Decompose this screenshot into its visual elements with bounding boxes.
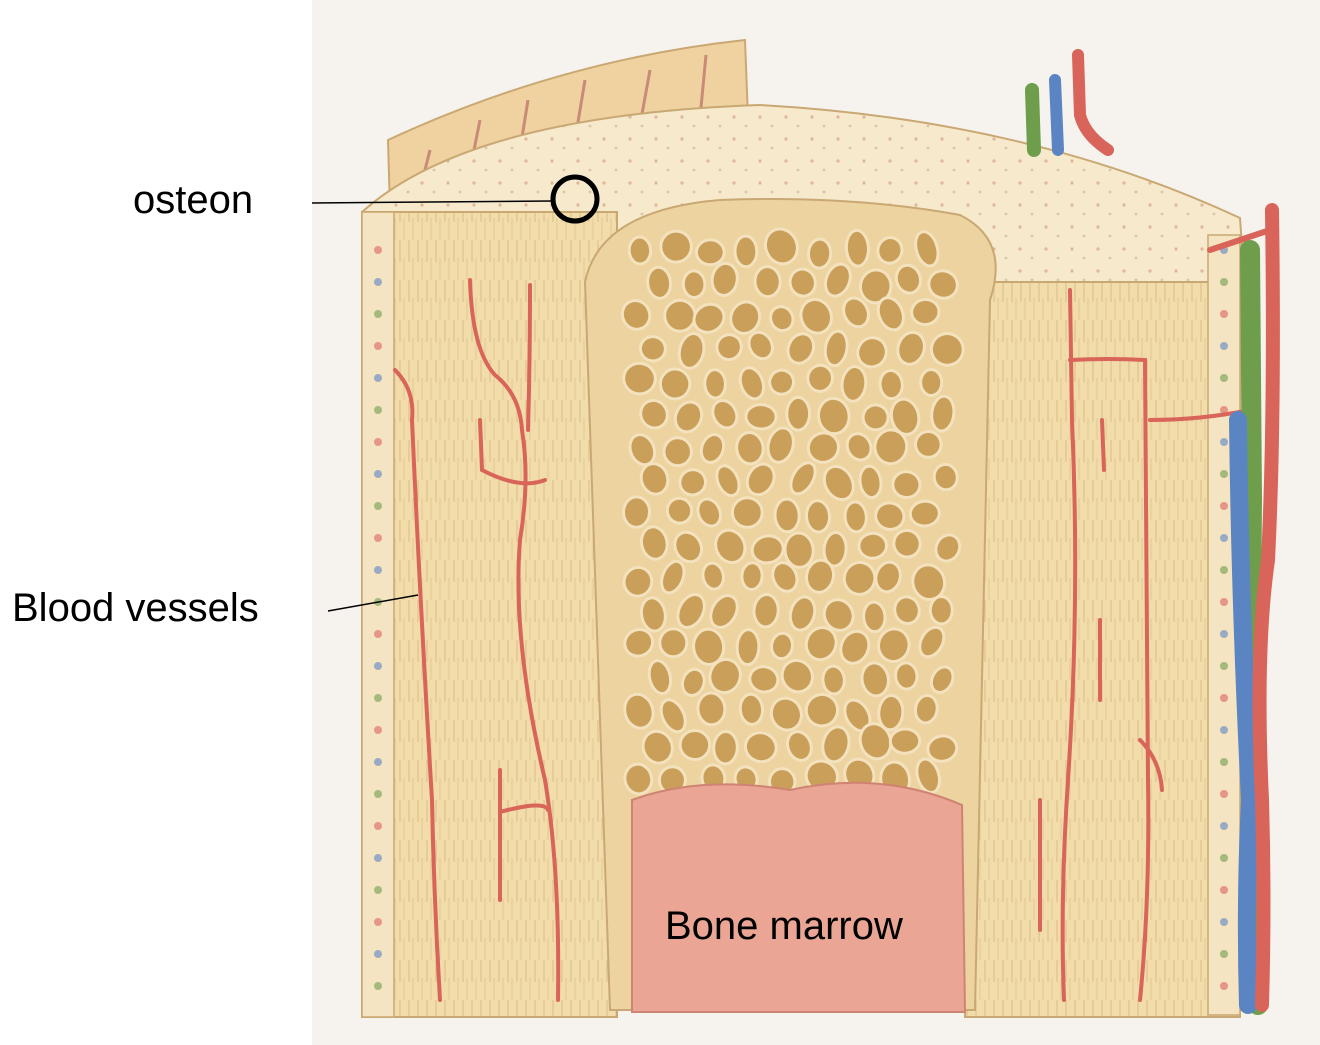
spongy-bone-space	[623, 496, 650, 527]
spongy-bone-space	[696, 240, 724, 265]
spongy-bone-space	[660, 368, 691, 399]
periosteum-dot	[1220, 374, 1228, 382]
spongy-bone-space	[697, 692, 726, 726]
periosteum-dot	[374, 246, 382, 254]
periosteum-dot	[374, 726, 382, 734]
periosteum-dot	[1220, 630, 1228, 638]
periosteum-dot	[1220, 918, 1228, 926]
bone-marrow	[632, 783, 965, 1012]
periosteum-dot	[1220, 566, 1228, 574]
periosteum-dot	[1220, 758, 1228, 766]
periosteum-dot	[1220, 470, 1228, 478]
spongy-bone-space	[664, 300, 695, 332]
periosteum-dot	[374, 406, 382, 414]
spongy-bone-space	[909, 500, 940, 528]
spongy-bone-space	[822, 665, 845, 694]
osteon-label: osteon	[133, 180, 253, 220]
periosteum-dot	[1220, 502, 1228, 510]
spongy-bone-space	[894, 662, 918, 690]
spongy-bone-space	[774, 499, 799, 533]
spongy-bone-space	[890, 728, 920, 753]
periosteum-dot	[374, 790, 382, 798]
bone-marrow-label: Bone marrow	[665, 906, 903, 946]
spongy-bone-space	[660, 230, 693, 264]
spongy-bone-space	[713, 731, 738, 764]
spongy-bone-space	[660, 629, 687, 657]
spongy-bone-space	[879, 370, 904, 400]
periosteum-dot	[1220, 662, 1228, 670]
periosteum-dot	[374, 566, 382, 574]
periosteum-dot	[374, 822, 382, 830]
periosteum-dot	[374, 982, 382, 990]
periosteum-dot	[1220, 726, 1228, 734]
periosteum-dot	[1220, 534, 1228, 542]
periosteum-dot	[374, 662, 382, 670]
spongy-bone-space	[754, 266, 781, 298]
spongy-bone-space	[753, 594, 779, 628]
periosteum-dot	[374, 278, 382, 286]
periosteum-dot	[374, 758, 382, 766]
periosteum-dot	[1220, 982, 1228, 990]
periosteum-dot	[374, 854, 382, 862]
periosteum-dot	[374, 374, 382, 382]
periosteum-dot	[1220, 694, 1228, 702]
spongy-bone-space	[808, 239, 832, 269]
periosteum-dot	[374, 694, 382, 702]
periosteum-dot	[374, 950, 382, 958]
periosteum-dot	[1220, 342, 1228, 350]
periosteum-dot	[1220, 790, 1228, 798]
periosteum-dot	[374, 342, 382, 350]
spongy-bone-space	[735, 236, 757, 267]
spongy-bone-space	[739, 693, 764, 725]
spongy-bone-space	[930, 596, 952, 624]
periosteum-dot	[1220, 822, 1228, 830]
spongy-bone-space	[805, 500, 830, 533]
spongy-bone-space	[910, 298, 940, 326]
periosteum-dot	[374, 918, 382, 926]
spongy-bone-space	[858, 533, 887, 559]
spongy-bone-space	[732, 497, 762, 527]
periosteum-left	[362, 212, 394, 1017]
spongy-bone-space	[787, 397, 810, 430]
compact-bone-left	[362, 212, 617, 1017]
compact-bone-right	[965, 282, 1240, 1017]
blood-vessels-label: Blood vessels	[12, 588, 259, 628]
periosteum-dot	[1220, 438, 1228, 446]
periosteum-dot	[1220, 854, 1228, 862]
spongy-bone-space	[736, 629, 759, 665]
periosteum-dot	[1220, 598, 1228, 606]
spongy-bone-space	[920, 369, 941, 395]
spongy-bone-space	[845, 230, 869, 267]
spongy-bone-space	[844, 501, 868, 533]
periosteum-dot	[1220, 886, 1228, 894]
periosteum-dot	[1220, 278, 1228, 286]
spongy-bone-space	[745, 404, 776, 429]
periosteum-dot	[374, 438, 382, 446]
periosteum-dot	[1220, 310, 1228, 318]
periosteum-dot	[374, 470, 382, 478]
periosteum-dot	[374, 502, 382, 510]
periosteum-dot	[374, 630, 382, 638]
spongy-bone-space	[863, 601, 886, 632]
periosteum-dot	[374, 310, 382, 318]
spongy-bone-space	[629, 236, 652, 264]
periosteum-dot	[1220, 950, 1228, 958]
periosteum-dot	[1220, 406, 1228, 414]
periosteum-dot	[374, 534, 382, 542]
spongy-bone-space	[683, 270, 706, 298]
periosteum-dot	[374, 886, 382, 894]
spongy-bone-space	[915, 431, 941, 457]
spongy-bone-space	[679, 730, 711, 761]
spongy-bone-space	[741, 562, 763, 590]
spongy-bone-space	[704, 369, 726, 398]
